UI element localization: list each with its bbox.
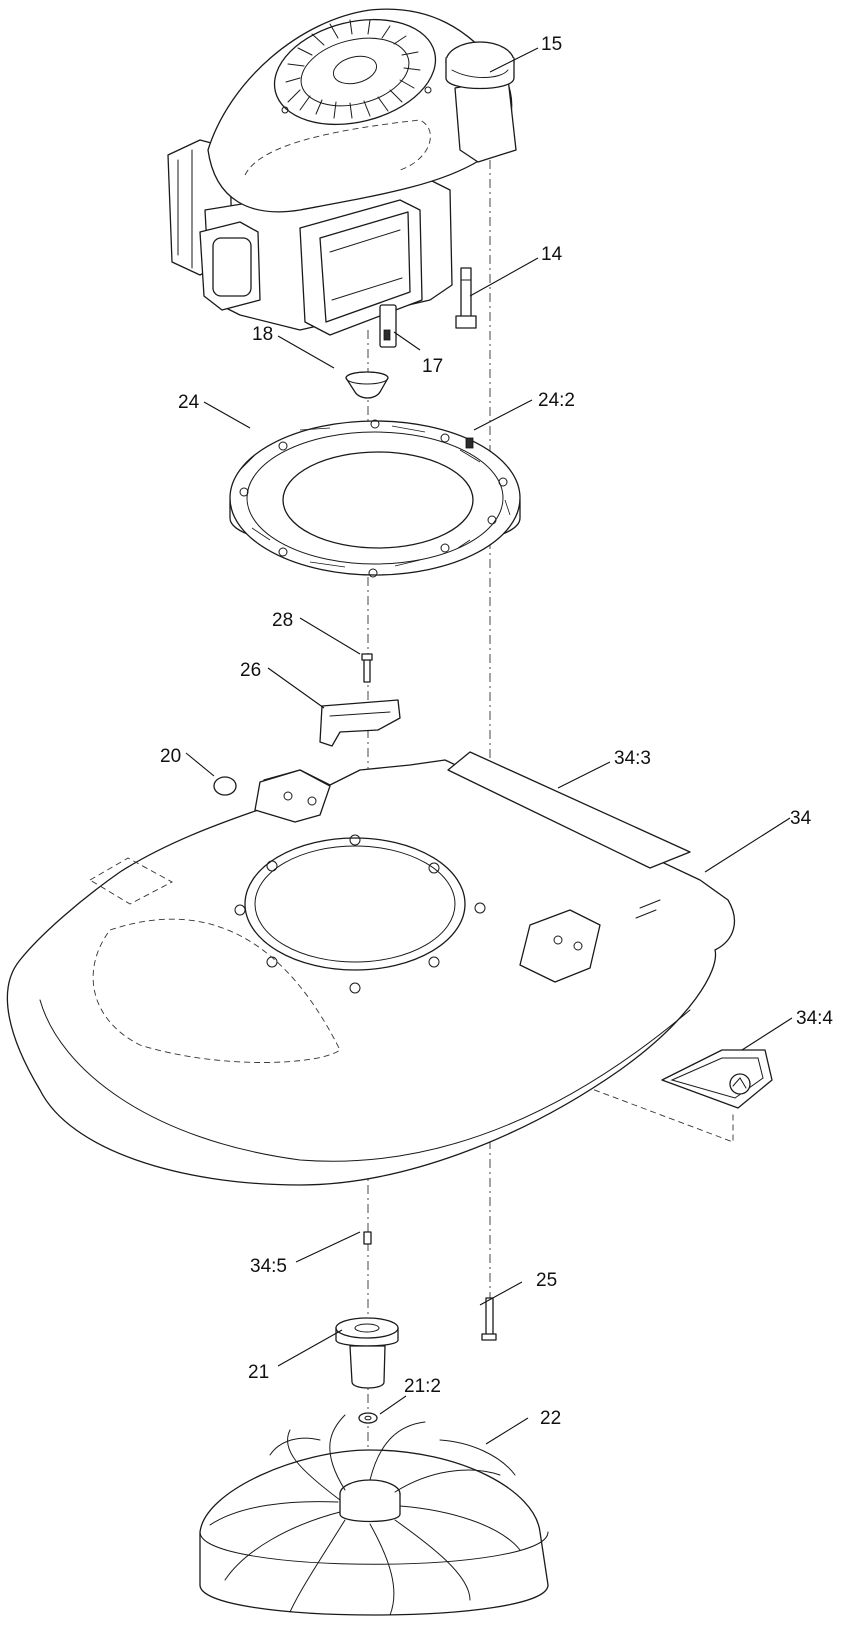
screw-28 — [361, 653, 373, 683]
callout-34-3: 34:3 — [614, 748, 651, 769]
callout-24: 24 — [178, 392, 200, 413]
deck-hood-34 — [6, 751, 736, 1186]
impeller-22 — [199, 1414, 549, 1616]
callout-26: 26 — [240, 660, 261, 681]
engine-assembly — [167, 8, 517, 348]
callout-17: 17 — [422, 356, 443, 377]
callout-21: 21 — [248, 1362, 269, 1383]
washer-21-2 — [358, 1412, 378, 1424]
callout-22: 22 — [540, 1408, 561, 1429]
callout-21-2: 21:2 — [404, 1376, 441, 1397]
callout-24-2: 24:2 — [538, 390, 575, 411]
callout-18: 18 — [252, 324, 273, 345]
callout-34: 34 — [790, 808, 812, 829]
mount-ring-24 — [229, 419, 521, 578]
callout-20: 20 — [160, 746, 181, 767]
bolt-25 — [481, 1297, 497, 1341]
decal-34-4 — [661, 1049, 773, 1109]
cup-18 — [345, 371, 389, 399]
callout-25: 25 — [536, 1270, 557, 1291]
leader-lines — [185, 47, 793, 1445]
callout-14: 14 — [541, 244, 563, 265]
bracket-26 — [319, 699, 401, 747]
callout-34-5: 34:5 — [250, 1256, 287, 1277]
screw-34-5 — [363, 1231, 372, 1245]
callout-28: 28 — [272, 610, 293, 631]
plug-20 — [213, 776, 237, 796]
adapter-21 — [335, 1317, 399, 1389]
callout-34-4: 34:4 — [796, 1008, 833, 1029]
callout-labels: 15 14 18 17 24 24:2 28 26 20 34:3 34 34:… — [160, 34, 833, 1429]
callout-15: 15 — [541, 34, 562, 55]
